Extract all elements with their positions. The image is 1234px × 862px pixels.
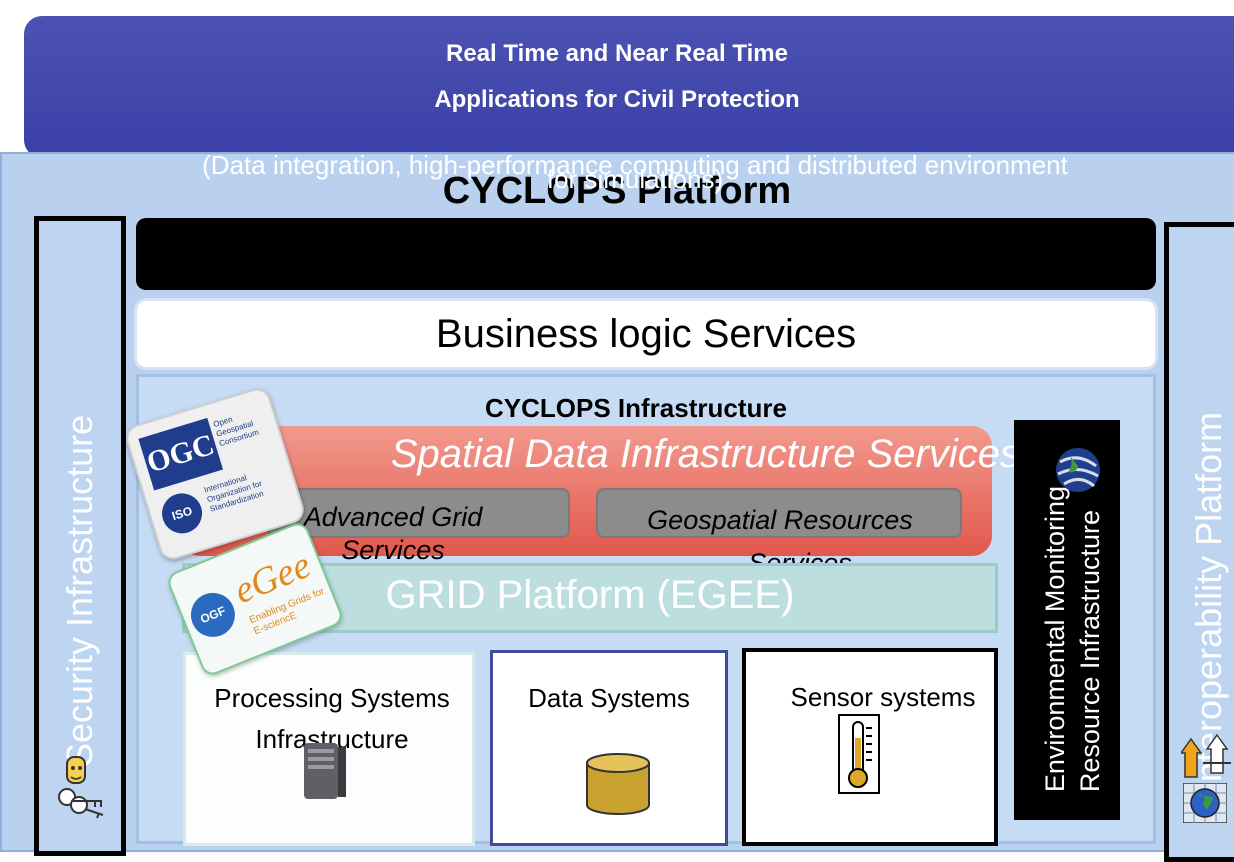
ogc-logo-text: OGC <box>138 417 224 491</box>
title-banner <box>24 16 1234 158</box>
data-systems-box: Data Systems <box>490 650 728 846</box>
banner-subtitle-line2: for simulations) <box>546 164 724 194</box>
processing-systems-box: Processing Systems Infrastructure <box>183 652 475 846</box>
interoperability-platform-bar: Interoperability Platform <box>1164 222 1234 862</box>
advanced-grid-label-line2: Services <box>341 535 445 565</box>
business-logic-services: Business logic Services <box>134 298 1158 370</box>
banner-title-line2: Applications for Civil Protection <box>434 86 800 113</box>
environmental-monitoring-label-line1: Environmental Monitoring <box>1040 485 1070 792</box>
black-bar <box>136 218 1156 290</box>
server-icon <box>304 743 346 799</box>
grid-platform-label: GRID Platform (EGEE) <box>385 573 795 617</box>
world-map-icon <box>1183 783 1227 823</box>
geospatial-resources-services-box <box>596 488 962 538</box>
globe-icon <box>1056 448 1100 492</box>
database-icon <box>586 753 650 815</box>
sensor-systems-label: Sensor systems <box>790 682 976 712</box>
security-infrastructure-bar: Security Infrastructure <box>34 216 126 856</box>
banner-title-line1: Real Time and Near Real Time <box>446 40 788 67</box>
advanced-grid-services-box <box>268 488 570 538</box>
spatial-data-infrastructure-label: Spatial Data Infrastructure Services <box>390 432 1020 476</box>
keys-icon <box>58 756 104 819</box>
processing-systems-label-line1: Processing Systems <box>214 683 450 713</box>
sensor-systems-box: Sensor systems <box>742 648 998 846</box>
iso-logo-text: ISO <box>157 488 208 539</box>
cyclops-infrastructure-title: CYCLOPS Infrastructure <box>485 393 787 423</box>
platform-title: CYCLOPS Platform <box>442 170 792 212</box>
thermometer-icon <box>838 714 880 794</box>
advanced-grid-label-line1: Advanced Grid <box>303 502 483 532</box>
environmental-monitoring-label-line2: Resource Infrastructure <box>1075 509 1105 792</box>
arrows-icon <box>1181 733 1231 778</box>
banner-subtitle-line1: (Data integration, high-performance comp… <box>202 150 1068 180</box>
geospatial-resources-label-line1: Geospatial Resources <box>647 505 913 535</box>
ogf-logo-text: OGF <box>184 586 242 644</box>
ogc-caption: Open Geospatial Consortium <box>212 414 260 449</box>
data-systems-label: Data Systems <box>528 683 690 713</box>
